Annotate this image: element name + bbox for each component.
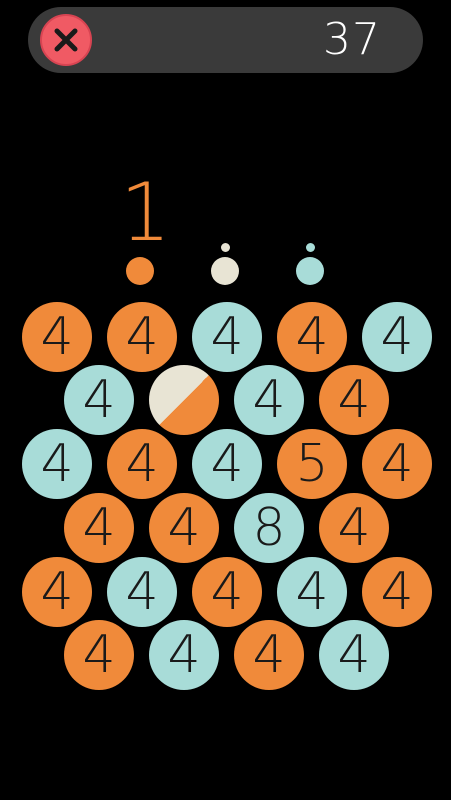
- board-cell[interactable]: 4: [107, 429, 177, 499]
- score-counter: 37: [323, 14, 381, 65]
- board-cell[interactable]: 4: [277, 302, 347, 372]
- board-cell[interactable]: 4: [362, 429, 432, 499]
- next-tile-dot: [211, 257, 239, 285]
- board-cell[interactable]: 4: [149, 620, 219, 690]
- close-icon: [54, 28, 78, 52]
- board-cell[interactable]: 4: [277, 557, 347, 627]
- board-cell[interactable]: 8: [234, 493, 304, 563]
- board-cell[interactable]: 4: [319, 365, 389, 435]
- next-tile-indicator: [220, 243, 230, 252]
- board-cell[interactable]: 4: [362, 557, 432, 627]
- board-cell[interactable]: 4: [64, 365, 134, 435]
- board-cell[interactable]: 4: [149, 493, 219, 563]
- next-tile-indicator: [305, 243, 315, 252]
- board-cell[interactable]: 4: [22, 302, 92, 372]
- next-tile-count: 1: [120, 166, 171, 259]
- board-cell[interactable]: 4: [22, 557, 92, 627]
- board-cell[interactable]: 4: [192, 557, 262, 627]
- board-cell[interactable]: 4: [319, 620, 389, 690]
- board-cell[interactable]: 5: [277, 429, 347, 499]
- board-cell[interactable]: 4: [234, 365, 304, 435]
- board-cell[interactable]: 4: [64, 620, 134, 690]
- board-cell[interactable]: 4: [234, 620, 304, 690]
- board-cell[interactable]: 4: [22, 429, 92, 499]
- selected-cell[interactable]: [149, 365, 219, 435]
- board-cell[interactable]: 4: [319, 493, 389, 563]
- next-tile-dot: [126, 257, 154, 285]
- board-cell[interactable]: 4: [64, 493, 134, 563]
- board-cell[interactable]: 4: [107, 557, 177, 627]
- top-bar: 37: [28, 7, 423, 73]
- close-button[interactable]: [40, 14, 92, 66]
- board-cell[interactable]: 4: [107, 302, 177, 372]
- next-tile-dot: [296, 257, 324, 285]
- board-cell[interactable]: 4: [192, 429, 262, 499]
- board-cell[interactable]: 4: [192, 302, 262, 372]
- board-cell[interactable]: 4: [362, 302, 432, 372]
